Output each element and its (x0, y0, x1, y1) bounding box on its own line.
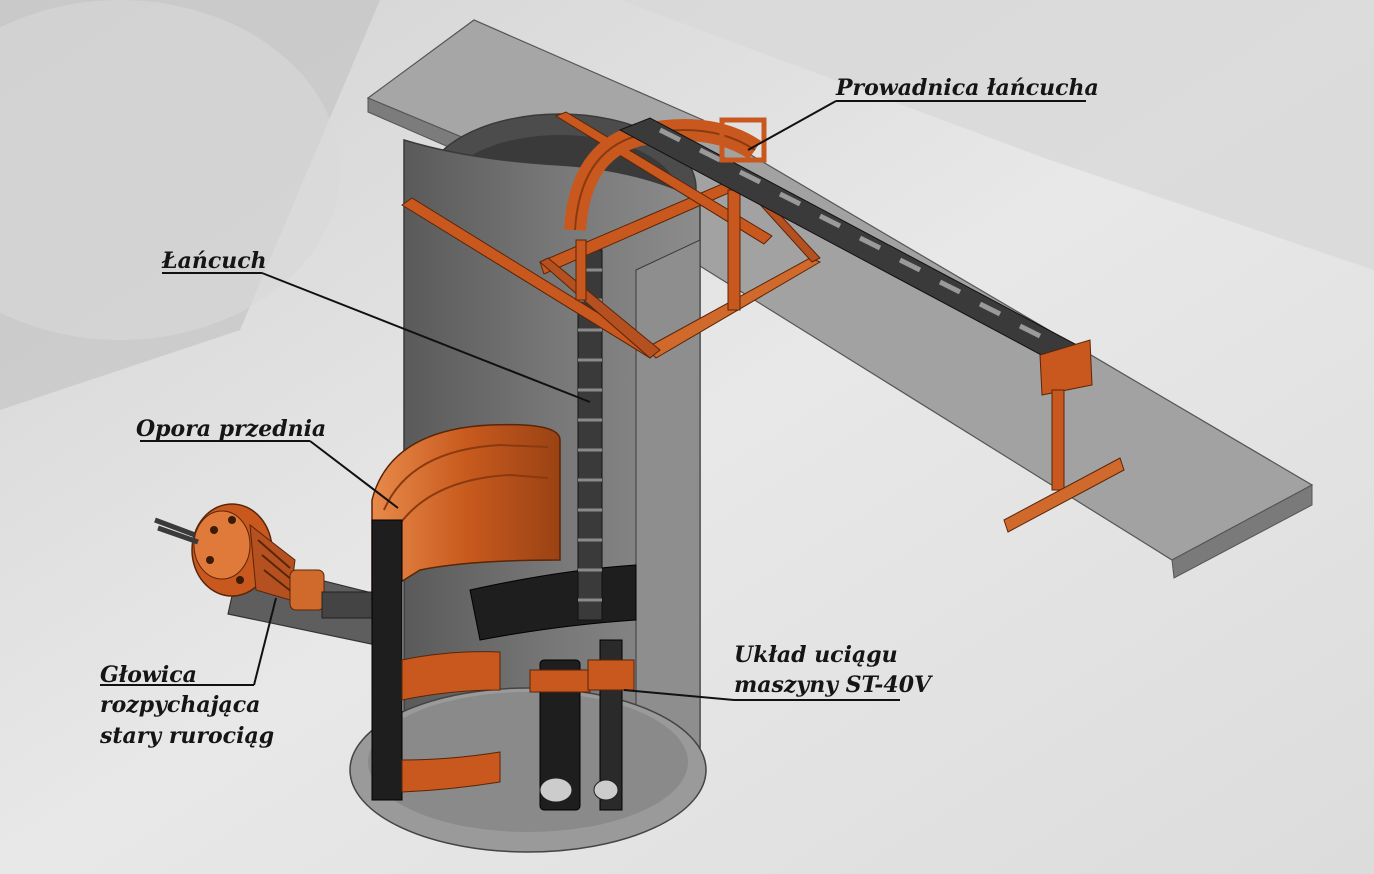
top-frame (401, 111, 822, 359)
label-pulling-system-line-1: Układ uciągu (734, 642, 898, 668)
pulling-system (529, 639, 635, 811)
slab-beam-side (1171, 484, 1313, 579)
label-pulling-system-line-2: maszyny ST-40V (734, 672, 932, 699)
label-expansion-head-line-2: rozpychająca (100, 692, 261, 719)
shaft-wall-edge (635, 239, 701, 791)
label-expansion-head: Głowica rozpychająca stary rurociąg (100, 660, 274, 751)
front-support (371, 423, 637, 801)
label-expansion-head-line-1: Głowica (100, 662, 197, 688)
expansion-head (154, 503, 373, 619)
background-wall-right (620, 0, 1374, 270)
background-pipe (0, 0, 340, 340)
label-front-support: Opora przednia (136, 416, 327, 442)
right-stand (1003, 339, 1125, 533)
leader-pulling-system (623, 689, 735, 701)
label-chain-guide: Prowadnica łańcucha (836, 75, 1099, 101)
front-support-plate (371, 519, 403, 801)
leader-lines (100, 100, 1086, 701)
label-pulling-system: Układ uciągu maszyny ST-40V (734, 640, 931, 701)
label-chain: Łańcuch (162, 248, 267, 274)
leader-chain (261, 272, 591, 403)
label-expansion-head-line-3: stary rurociąg (100, 722, 275, 749)
leader-front-support (309, 440, 399, 509)
leader-expansion-head (253, 597, 277, 686)
leader-chain-guide (747, 100, 837, 151)
